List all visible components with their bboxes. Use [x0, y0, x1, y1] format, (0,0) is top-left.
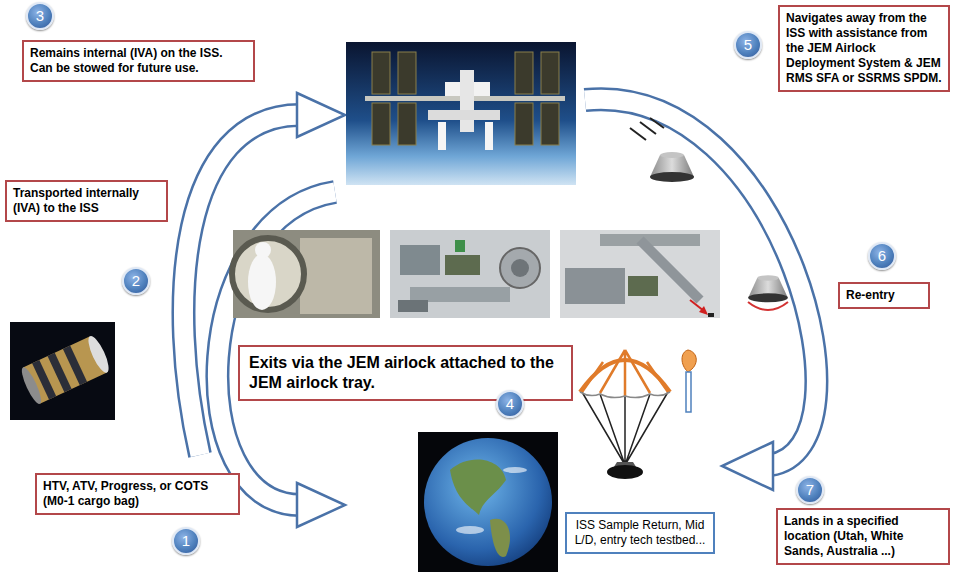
- earth-picture: [418, 432, 558, 572]
- step-text: Transported internally (IVA) to the ISS: [13, 186, 160, 216]
- callout-number: 4: [498, 392, 522, 416]
- note-box: ISS Sample Return, Mid L/D, entry tech t…: [565, 512, 715, 554]
- step-box: Transported internally (IVA) to the ISS: [5, 180, 168, 222]
- callout-circle: 3: [26, 2, 54, 30]
- callout-number: 1: [174, 529, 198, 553]
- callout-number: 7: [798, 478, 822, 502]
- callout-number: 2: [124, 269, 148, 293]
- step-box: Remains internal (IVA) on the ISS. Can b…: [22, 40, 255, 82]
- callout-number: 3: [28, 4, 52, 28]
- capsule-icon: [630, 118, 694, 182]
- parachute-icon: [580, 350, 696, 479]
- step-text: Exits via the JEM airlock attached to th…: [249, 353, 562, 393]
- callout-circle: 5: [734, 31, 762, 59]
- callout-circle: 1: [172, 527, 200, 555]
- step-text: Re-entry: [846, 288, 922, 303]
- airlock-render: [390, 230, 550, 318]
- step-box: HTV, ATV, Progress, or COTS (M0-1 cargo …: [35, 473, 240, 515]
- callout-circle: 2: [122, 267, 150, 295]
- step-text: ISS Sample Return, Mid L/D, entry tech t…: [573, 518, 707, 548]
- step-box: Exits via the JEM airlock attached to th…: [238, 345, 573, 401]
- arm-render: [560, 230, 720, 318]
- iss-picture: [346, 42, 576, 185]
- step-box: Navigates away from the ISS with assista…: [778, 5, 950, 92]
- step-text: Navigates away from the ISS with assista…: [786, 11, 942, 86]
- step-text: Remains internal (IVA) on the ISS. Can b…: [30, 46, 247, 76]
- step-text: Lands in a specified location (Utah, Whi…: [784, 514, 942, 559]
- callout-number: 5: [736, 33, 760, 57]
- airlock-photo: [232, 230, 380, 318]
- capsule-icon: [748, 275, 788, 310]
- step-box: Lands in a specified location (Utah, Whi…: [776, 508, 950, 565]
- htv-picture: [10, 322, 115, 420]
- callout-circle: 6: [868, 242, 896, 270]
- callout-circle: 4: [496, 390, 524, 418]
- callout-number: 6: [870, 244, 894, 268]
- callout-circle: 7: [796, 476, 824, 504]
- step-box: Re-entry: [838, 282, 930, 309]
- step-text: HTV, ATV, Progress, or COTS (M0-1 cargo …: [43, 479, 232, 509]
